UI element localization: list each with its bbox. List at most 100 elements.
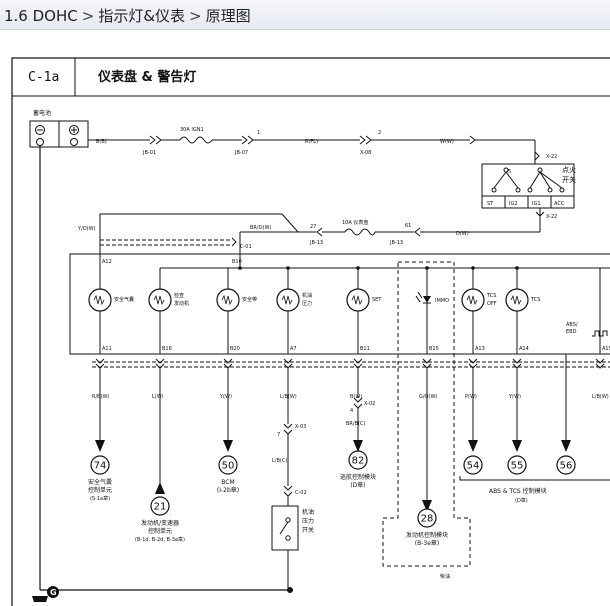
header-bar: 1.6 DOHC>指示灯&仪表>原理图 xyxy=(0,0,610,30)
drop-wire-label-5: G/O(W) xyxy=(419,394,437,400)
breadcrumb-item-indicators[interactable]: 指示灯&仪表 xyxy=(98,7,186,25)
c01-label: C-01 xyxy=(240,244,252,250)
fuse2-wire-left: BR/O(W) xyxy=(250,225,271,231)
lamp-label-1-1: 检查 xyxy=(174,292,184,299)
diagram-code: C-1a xyxy=(28,70,59,85)
breadcrumb-model[interactable]: 1.6 DOHC xyxy=(4,7,78,25)
module-number-56: 56 xyxy=(560,461,573,472)
breadcrumb: 1.6 DOHC>指示灯&仪表>原理图 xyxy=(4,5,251,26)
module-28-line2: (B-3e章) xyxy=(415,539,439,547)
drop-wire-label-8: L/B(W) xyxy=(592,394,609,400)
ignition-switch xyxy=(481,151,575,220)
breadcrumb-separator: > xyxy=(189,7,202,25)
ign-pos-ig1: IG1 xyxy=(532,201,541,207)
x02-pin: 4 xyxy=(350,408,353,414)
module-82-line2: (D章) xyxy=(350,481,365,489)
lamp-label-4: SET xyxy=(372,297,382,303)
ign-pin: 5 xyxy=(508,169,511,175)
down-arrow xyxy=(561,440,571,452)
module-21-line2: 控制单元 xyxy=(148,527,172,535)
abs-group-2: (D章) xyxy=(515,497,528,504)
ign-switch-name-2: 开关 xyxy=(562,175,576,184)
lamp-label-1-2: 发动机 xyxy=(174,300,189,307)
module-82[interactable]: 82 巡航控制模块(D章) xyxy=(340,450,376,489)
instrument-cluster xyxy=(69,253,610,355)
top-supply-wire xyxy=(88,135,536,160)
fuse2-left-pin: 27 xyxy=(310,224,316,230)
lamp-pin-4: B11 xyxy=(360,346,370,352)
fuse2-left-conn: JB-13 xyxy=(309,240,323,246)
module-number-82: 82 xyxy=(352,456,365,467)
module-54[interactable]: 54 xyxy=(463,455,483,475)
module-74-line1: 安全气囊 xyxy=(88,478,112,486)
down-arrow xyxy=(223,440,233,452)
wire-w-w: W(W) xyxy=(440,139,454,145)
module-82-line1: 巡航控制模块 xyxy=(340,473,376,481)
lamp-pin-6: A13 xyxy=(475,346,485,352)
module-74-line3: (S-1a章) xyxy=(90,495,110,502)
lamp-label-6-1: TCS xyxy=(486,293,496,299)
module-number-54: 54 xyxy=(467,461,480,472)
instrument-fuse-wire xyxy=(99,213,541,254)
drop-wire-label-6: P(W) xyxy=(465,394,477,400)
fuse1-right-conn: JB-07 xyxy=(234,150,248,156)
lamp-5: IMMO B15 xyxy=(415,268,449,354)
module-number-50: 50 xyxy=(222,461,235,472)
module-28[interactable]: 28 发动机控制模块(B-3e章) xyxy=(406,508,448,547)
module-number-28: 28 xyxy=(421,514,434,525)
module-50-line1: BCM xyxy=(221,479,234,486)
drop-wire-label-4: B(W) xyxy=(350,394,362,400)
module-28-line1: 发动机控制模块 xyxy=(406,531,448,539)
lamp-pin-5: B15 xyxy=(429,346,439,352)
ign-bot-conn: X-22 xyxy=(546,214,557,220)
lamp-label-abs-2: EBD xyxy=(566,329,577,335)
ground-symbol: G xyxy=(32,586,59,602)
ign-pos-acc: ACC xyxy=(554,201,565,207)
ign-pos-ig2: IG2 xyxy=(509,201,518,207)
drop-wire-label-0: R/B(W) xyxy=(92,394,109,400)
module-74-line2: 控制单元 xyxy=(88,486,112,494)
x03-pin: 7 xyxy=(277,432,280,438)
fuse2-wire-right: D(W) xyxy=(456,231,469,237)
drop-wire-label-1: L(W) xyxy=(152,394,164,400)
down-arrow xyxy=(353,440,363,452)
oil-switch-3: 开关 xyxy=(302,526,314,534)
oil-switch-1: 机油 xyxy=(302,508,314,516)
lamp-label-2: 安全带 xyxy=(242,296,257,303)
breadcrumb-separator: > xyxy=(81,7,95,25)
lamp-label-6-2: OFF xyxy=(487,301,497,307)
module-number-21: 21 xyxy=(154,502,167,513)
battery xyxy=(29,120,89,148)
breadcrumb-item-schematic: 原理图 xyxy=(205,7,251,25)
lamp-pin-2: B20 xyxy=(230,346,240,352)
wiring-diagram: C-1a 仪表盘 & 警告灯 蓄电池 G xyxy=(11,57,610,606)
lamp-label-immo: IMMO xyxy=(435,298,449,304)
fuse2-label: 10A 仪表盘 xyxy=(342,219,368,226)
dashed-connector-c01 xyxy=(100,239,230,246)
abs-group-bracket xyxy=(459,476,610,481)
diesel-box xyxy=(382,261,471,567)
oil-lbc: L/B(C) xyxy=(272,458,287,464)
fuse2-right-pin: 61 xyxy=(405,223,411,229)
x03-conn: X-03 xyxy=(295,424,306,430)
lamp-label-0: 安全气囊 xyxy=(114,296,134,303)
module-56[interactable]: 56 xyxy=(556,455,576,475)
x02-conn: X-02 xyxy=(364,401,375,407)
down-arrow xyxy=(422,500,432,512)
lamp-8: ABS/EBDA15 xyxy=(566,268,610,354)
lamp-4: SET B11 xyxy=(346,268,382,354)
oil-chain xyxy=(271,423,299,590)
up-arrow xyxy=(155,482,165,494)
pin-b10: B10 xyxy=(232,259,242,265)
module-55[interactable]: 55 xyxy=(507,455,527,475)
ign-pos-st: ST xyxy=(487,201,494,207)
fuse1-right-pin: 1 xyxy=(257,130,260,136)
diagram-title: 仪表盘 & 警告灯 xyxy=(97,69,196,85)
module-number-55: 55 xyxy=(511,461,524,472)
